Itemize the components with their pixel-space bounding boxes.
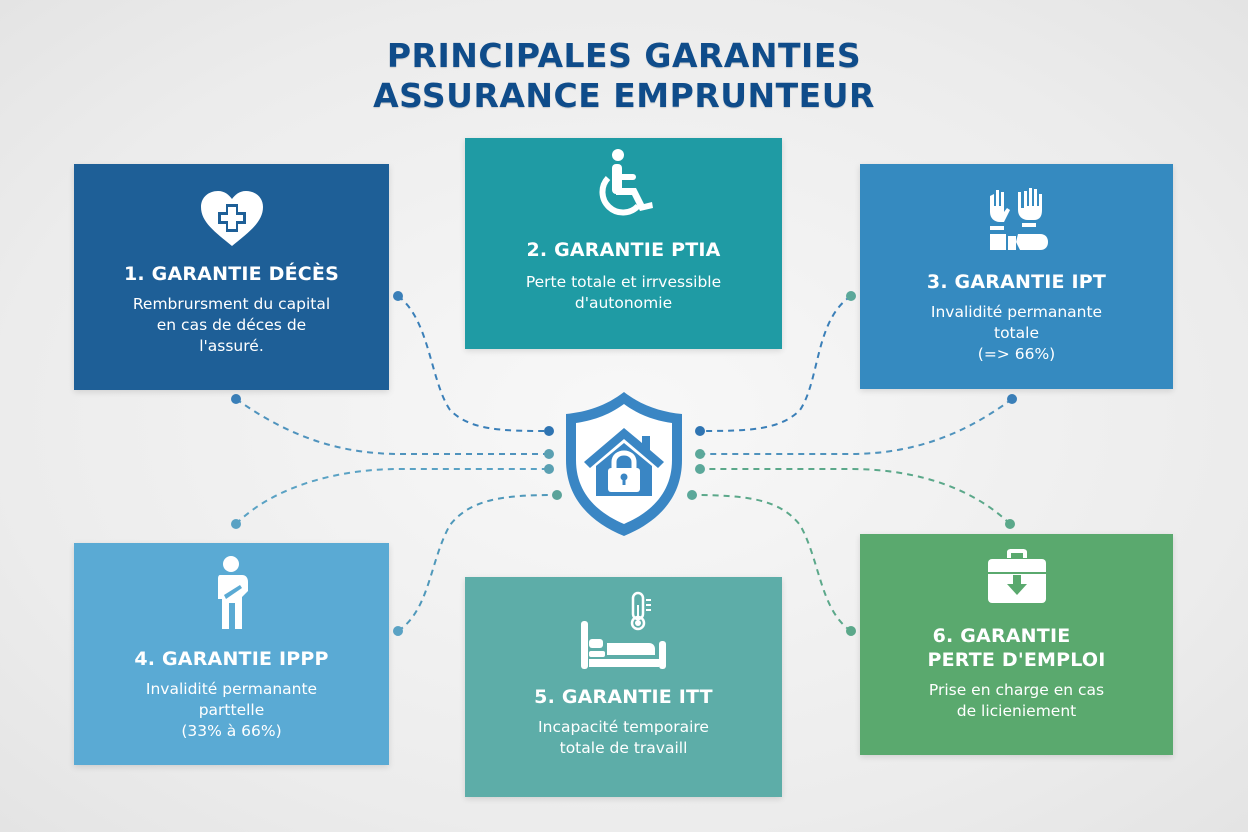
card-title: 1. GARANTIE DÉCÈS bbox=[124, 263, 339, 285]
title-line-1: PRINCIPALES GARANTIES bbox=[386, 36, 862, 75]
injured-person-icon bbox=[214, 555, 250, 631]
connector-3b bbox=[700, 398, 1013, 455]
hands-icon bbox=[984, 186, 1050, 252]
heart-cross-icon bbox=[199, 188, 265, 250]
page-title: PRINCIPALES GARANTIES ASSURANCE EMPRUNTE… bbox=[0, 36, 1248, 116]
card-garantie-ippp: 4. GARANTIE IPPP Invalidité permanante p… bbox=[74, 543, 389, 765]
card-garantie-ptia: 2. GARANTIE PTIA Perte totale et irrvess… bbox=[465, 138, 782, 349]
card-title: 3. GARANTIE IPT bbox=[926, 271, 1107, 293]
connector-6a bbox=[700, 468, 1011, 525]
card-description: Incapacité temporaire totale de travaill bbox=[538, 718, 709, 757]
wheelchair-icon bbox=[592, 148, 656, 216]
title-line-2: ASSURANCE EMPRUNTEUR bbox=[373, 76, 875, 115]
card-description: Invalidité permanante totale (=> 66%) bbox=[930, 303, 1103, 363]
card-garantie-itt: 5. GARANTIE ITT Incapacité temporaire to… bbox=[465, 577, 782, 797]
connector-3a bbox=[699, 295, 852, 432]
briefcase-down-arrow-icon bbox=[987, 548, 1047, 604]
card-garantie-deces: 1. GARANTIE DÉCÈS Rembrursment du capita… bbox=[74, 164, 389, 390]
card-description: Prise en charge en cas de licieniement bbox=[928, 681, 1105, 720]
connector-4a bbox=[235, 468, 548, 525]
card-garantie-perte-emploi: 6. GARANTIE PERTE D'EMPLOI Prise en char… bbox=[860, 534, 1173, 755]
card-description: Invalidité permanante parttelle (33% à 6… bbox=[145, 680, 318, 740]
card-description: Perte totale et irrvessible d'autonomie bbox=[525, 273, 722, 312]
card-garantie-ipt: 3. GARANTIE IPT Invalidité permanante to… bbox=[860, 164, 1173, 389]
card-title: 6. GARANTIE PERTE D'EMPLOI bbox=[927, 625, 1106, 671]
shield-house-lock-icon bbox=[566, 392, 682, 536]
card-title: 2. GARANTIE PTIA bbox=[526, 239, 721, 261]
bed-thermometer-icon bbox=[579, 591, 669, 671]
card-title: 4. GARANTIE IPPP bbox=[134, 648, 329, 670]
connector-1a bbox=[397, 295, 549, 432]
card-title: 5. GARANTIE ITT bbox=[534, 686, 713, 708]
connector-1b bbox=[235, 398, 548, 455]
connector-6b bbox=[691, 494, 852, 632]
connector-4b bbox=[397, 494, 556, 632]
card-description: Rembrursment du capital en cas de déces … bbox=[132, 295, 331, 355]
